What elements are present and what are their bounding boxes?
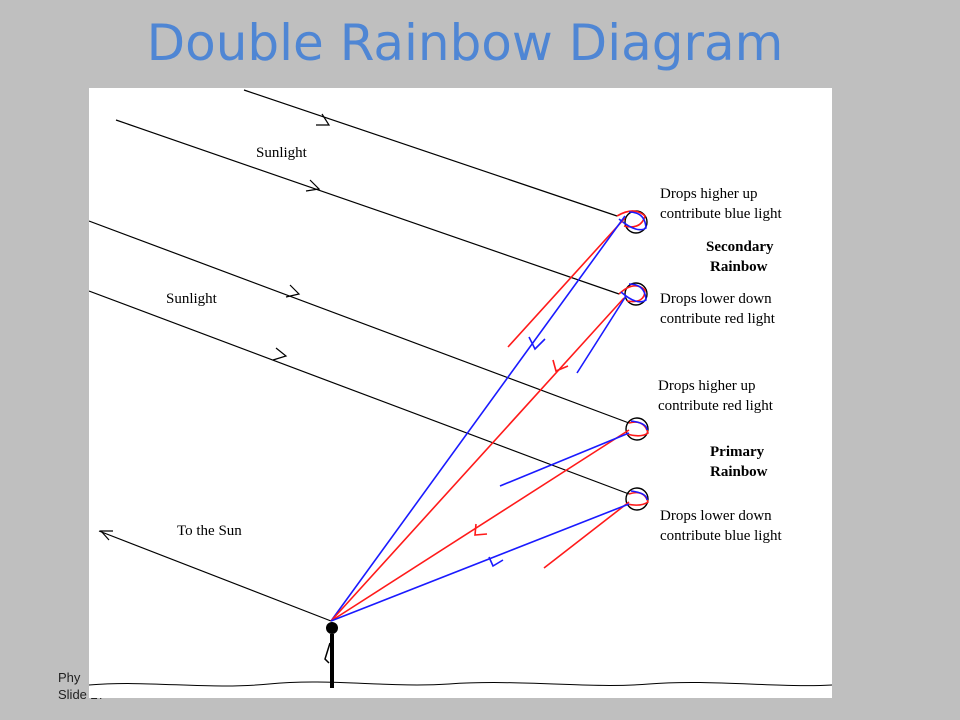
drop2-label-line1: Drops lower down: [660, 291, 772, 307]
secondary-rainbow-label-line1: Secondary: [706, 239, 774, 255]
drop3-red-path: [626, 421, 649, 437]
blue-ray-secondary-upper: [330, 215, 626, 622]
ground-line: [89, 681, 832, 687]
drop1-label-line1: Drops higher up: [660, 186, 758, 202]
sunlight-ray-1: [243, 89, 618, 217]
primary-rainbow-label-line1: Primary: [710, 444, 765, 460]
blue-arrow-2: [488, 556, 504, 568]
raindrop-3: [625, 417, 649, 441]
drop2-label-line2: contribute red light: [660, 311, 776, 327]
blue-arrow-1: [528, 336, 546, 351]
drop1-red-path: [616, 210, 646, 228]
blue-ray-primary-lower: [330, 503, 630, 622]
blue-ray-secondary-lower: [576, 295, 627, 374]
drop3-label-line1: Drops higher up: [658, 378, 756, 394]
sunlight-arrow-1: [316, 113, 331, 126]
drop3-label-line2: contribute red light: [658, 398, 774, 414]
drop4-label-line2: contribute blue light: [660, 528, 782, 544]
sunlight-ray-4: [89, 290, 630, 495]
drop2-blue-path: [620, 283, 647, 303]
sunlight-ray-3: [89, 220, 630, 424]
drop1-label-line2: contribute blue light: [660, 206, 782, 222]
drop4-blue-path: [630, 490, 648, 501]
sunlight-arrow-4: [272, 347, 288, 361]
double-rainbow-diagram: Sunlight Sunlight To the Sun Drops highe…: [89, 89, 832, 688]
red-ray-secondary-lower: [330, 297, 625, 622]
slide-title: Double Rainbow Diagram: [146, 14, 784, 72]
sunlight-label-bottom: Sunlight: [166, 291, 218, 307]
to-the-sun-label: To the Sun: [177, 523, 242, 539]
red-ray-primary-upper: [330, 429, 630, 622]
drop4-red-path: [626, 491, 649, 506]
sunlight-arrow-3: [285, 284, 301, 298]
primary-rainbow-label-line2: Rainbow: [710, 464, 768, 480]
drop1-blue-path: [618, 211, 647, 231]
diagram-panel: Sunlight Sunlight To the Sun Drops highe…: [89, 88, 832, 698]
raindrop-2: [624, 282, 648, 306]
sunlight-label-top: Sunlight: [256, 145, 308, 161]
sunlight-arrow-2: [305, 179, 321, 192]
sunlight-ray-2: [115, 119, 620, 295]
red-arrow-1: [552, 359, 569, 373]
blue-ray-primary-upper: [499, 432, 630, 487]
red-ray-primary-lower: [543, 501, 630, 569]
red-ray-secondary-upper: [507, 217, 626, 348]
footer-text-line1: Phy: [58, 670, 81, 685]
ray-to-sun: [98, 530, 332, 622]
to-sun-arrow: [99, 530, 113, 541]
drop4-label-line1: Drops lower down: [660, 508, 772, 524]
drop3-blue-path: [630, 420, 648, 431]
raindrop-4: [625, 487, 649, 511]
observer-figure: [324, 622, 338, 688]
red-arrow-2: [474, 523, 488, 536]
secondary-rainbow-label-line2: Rainbow: [710, 259, 768, 275]
